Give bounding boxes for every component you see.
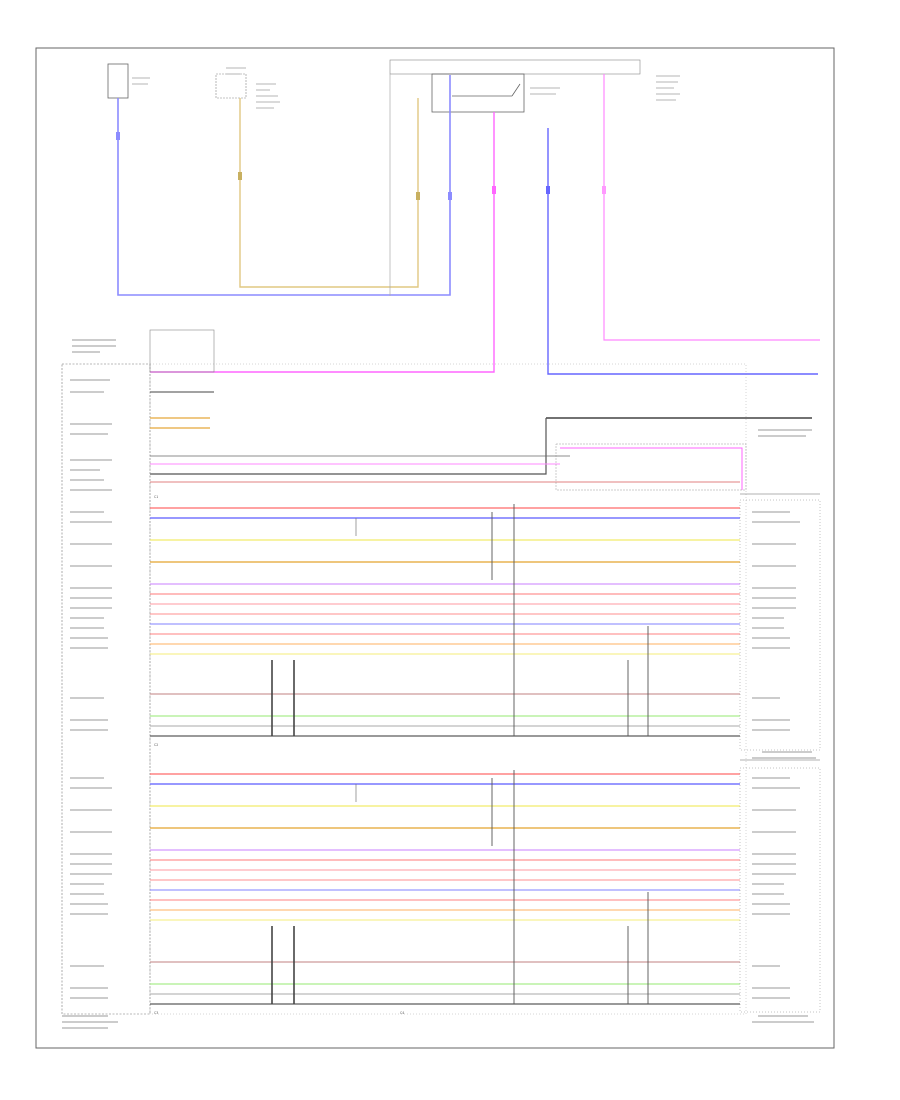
connector-label-c3: C3 xyxy=(154,1011,158,1015)
left-block-box xyxy=(149,329,215,373)
wire-dark-right-2 xyxy=(150,418,547,475)
connector-marks-top xyxy=(116,132,606,200)
connector-label-c4: C4 xyxy=(400,1011,404,1015)
wire-pink-vertical xyxy=(150,112,495,373)
relay-block-top xyxy=(389,59,641,75)
fuse-block-mid xyxy=(215,73,247,99)
harness-section-lower xyxy=(150,770,740,1005)
module-top-wires xyxy=(150,391,747,491)
relay-switch xyxy=(452,83,521,97)
right-connector-lower xyxy=(739,767,821,1013)
wire-violet-left xyxy=(117,75,451,296)
label-hatching xyxy=(62,339,816,1029)
connector-label-c1: C1 xyxy=(154,495,158,499)
label-hatching-top xyxy=(132,67,680,109)
wire-blue-vertical xyxy=(547,128,818,375)
connector-label-c2: C2 xyxy=(154,743,158,747)
right-connector-upper xyxy=(739,499,821,751)
wire-pink-right xyxy=(603,74,820,341)
wire-tan-loop xyxy=(239,98,419,288)
relay-module xyxy=(431,73,525,113)
module-inner xyxy=(149,363,747,1015)
harness-section-upper xyxy=(150,504,740,737)
diagram-frame xyxy=(35,47,835,1049)
fuse-box-left xyxy=(107,63,129,99)
module-box xyxy=(61,363,151,1015)
